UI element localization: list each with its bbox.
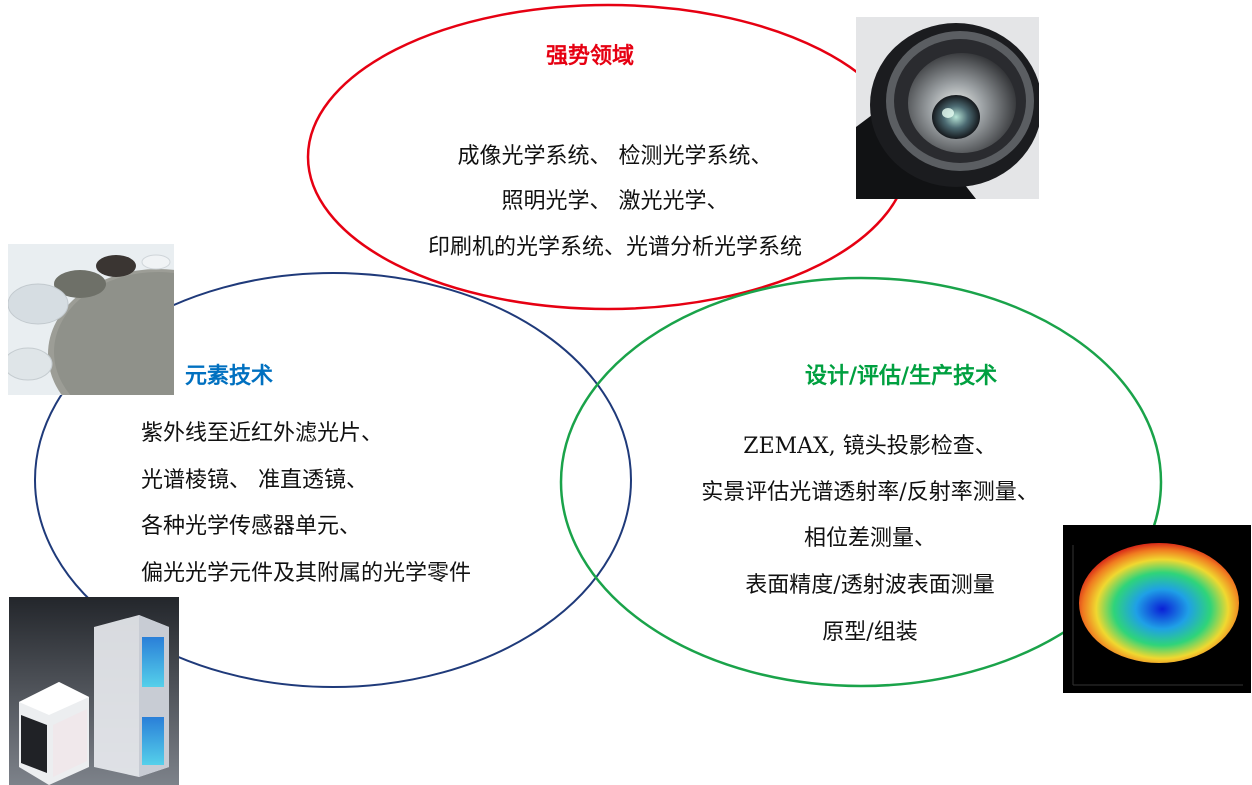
prisms-photo bbox=[9, 597, 179, 785]
design-line-3: 相位差测量、 bbox=[803, 526, 936, 551]
strength-title: 强势领域 bbox=[546, 44, 635, 69]
strength-line-1: 成像光学系统、 检测光学系统、 bbox=[457, 144, 773, 169]
elements-title: 元素技术 bbox=[185, 364, 274, 389]
elements-line-2: 光谱棱镜、 准直透镜、 bbox=[141, 468, 368, 493]
design-line-2: 实景评估光谱透射率/反射率测量、 bbox=[701, 480, 1039, 505]
strength-line-3: 印刷机的光学系统、光谱分析光学系统 bbox=[427, 235, 802, 260]
elements-line-3: 各种光学传感器单元、 bbox=[141, 514, 362, 539]
design-line-4: 表面精度/透射波表面测量 bbox=[745, 573, 995, 598]
design-title: 设计/评估/生产技术 bbox=[805, 364, 998, 389]
optical-filters-photo bbox=[8, 244, 174, 395]
strength-line-2: 照明光学、 激光光学、 bbox=[501, 189, 729, 214]
design-ellipse bbox=[559, 276, 1163, 688]
elements-line-1: 紫外线至近红外滤光片、 bbox=[141, 421, 384, 446]
elements-line-4: 偏光光学元件及其附属的光学零件 bbox=[141, 561, 472, 586]
elements-ellipse bbox=[34, 272, 632, 688]
surface-map-photo bbox=[1063, 525, 1251, 693]
design-line-5: 原型/组装 bbox=[822, 620, 918, 645]
camera-lens-photo bbox=[856, 17, 1039, 199]
design-line-1: ZEMAX, 镜头投影检查、 bbox=[743, 434, 997, 459]
